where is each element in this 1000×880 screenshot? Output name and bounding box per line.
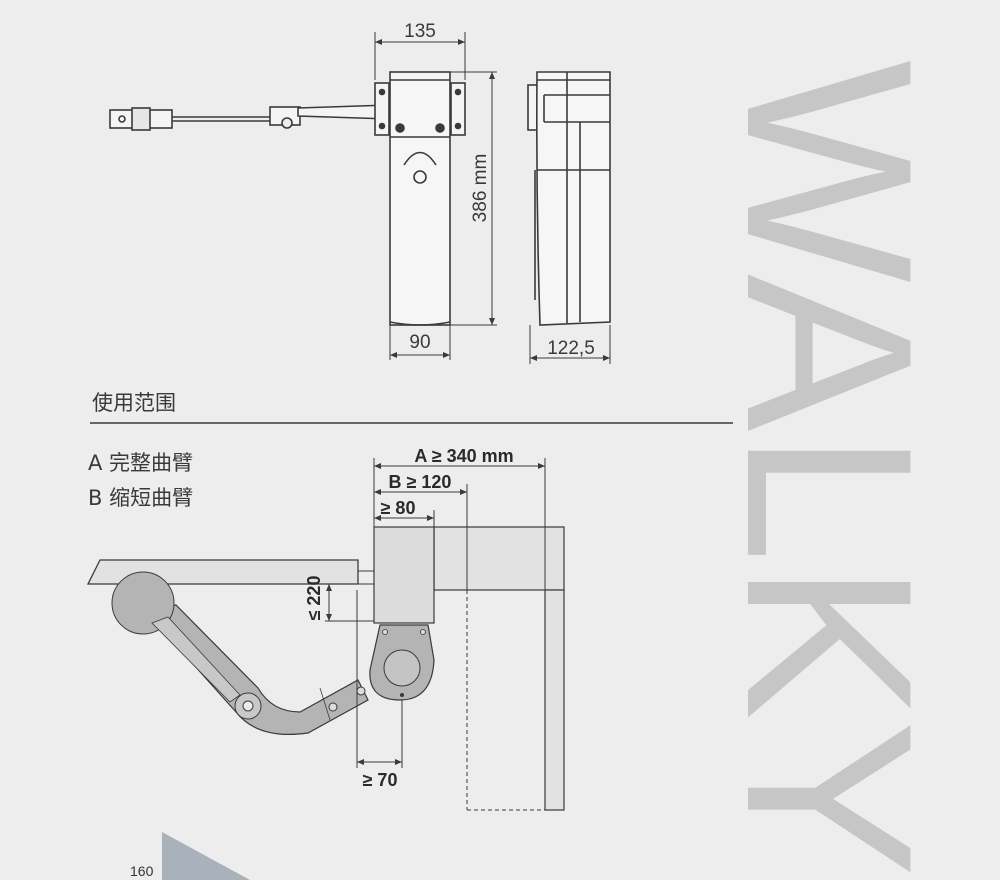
motor-body-side — [536, 71, 611, 326]
top-dim-arrows — [375, 39, 610, 361]
dim-width-135: 135 — [404, 21, 436, 42]
dim-b-label: B ≥ 120 — [389, 472, 452, 492]
legend-b: B 缩短曲臂 — [88, 486, 193, 510]
joint-pin — [281, 117, 293, 129]
motor-box — [373, 526, 435, 624]
motor-output-shaft — [383, 649, 421, 687]
front-view-drawing — [109, 71, 466, 326]
release-lock — [413, 170, 427, 184]
top-dimensions — [374, 32, 611, 364]
screw — [382, 629, 388, 635]
install-dim-arrows — [326, 463, 545, 765]
screw — [454, 122, 462, 130]
arm-bolt — [356, 686, 366, 696]
dim-width-122-5: 122,5 — [547, 338, 595, 359]
dim-80-label: ≥ 80 — [381, 498, 416, 518]
screw — [378, 88, 386, 96]
screw — [454, 88, 462, 96]
installation-drawing — [86, 526, 565, 811]
screw — [378, 122, 386, 130]
side-view-drawing — [527, 71, 611, 326]
pillar-wall — [544, 589, 565, 811]
screw — [435, 123, 445, 133]
dim-220-label: ≤ 220 — [304, 576, 324, 621]
dim-height-386: 386 mm — [470, 154, 491, 223]
mount-plate-left — [374, 82, 390, 136]
dim-width-90: 90 — [409, 332, 430, 353]
watermark-text: WALKY — [697, 60, 961, 877]
page-number: 160 — [130, 863, 154, 879]
screw — [395, 123, 405, 133]
mount-plate-right — [450, 82, 466, 136]
pillar-top — [433, 526, 565, 591]
arm-slot — [151, 616, 241, 703]
dim-70-label: ≥ 70 — [363, 770, 398, 790]
corner-tab — [162, 832, 250, 880]
release-cover — [403, 151, 437, 166]
arm-seam — [319, 687, 331, 721]
arm-bolt — [328, 702, 338, 712]
shaft-center-mark — [400, 693, 404, 697]
elbow-pin — [242, 700, 254, 712]
gate-bracket-disc — [111, 571, 175, 635]
section-title: 使用范围 — [92, 391, 176, 415]
arrowheads — [374, 515, 434, 521]
dim-a-label: A ≥ 340 mm — [414, 446, 513, 466]
arm-complete — [140, 604, 369, 735]
screw — [420, 629, 426, 635]
body-bottom-curve — [389, 321, 451, 326]
bracket-hole — [118, 115, 126, 123]
arrowheads — [390, 352, 450, 358]
install-dimensions — [325, 458, 546, 810]
watermark: WALKY — [697, 60, 961, 877]
motor-body-front — [389, 71, 451, 326]
legend-a: A 完整曲臂 — [88, 451, 193, 475]
arm-clamp — [131, 107, 151, 131]
